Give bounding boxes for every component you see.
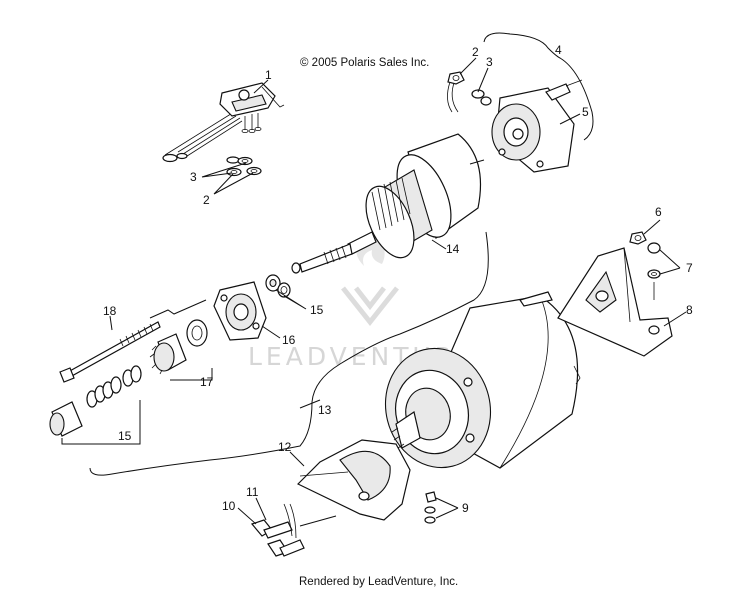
part-15-washers-upper[interactable] xyxy=(265,274,291,298)
callout-13: 13 xyxy=(318,403,332,417)
leader-lines xyxy=(61,32,687,527)
part-11-ground-bolt[interactable] xyxy=(267,503,305,557)
copyright-notice: © 2005 Polaris Sales Inc. xyxy=(300,57,429,69)
callout-5: 5 xyxy=(582,105,589,119)
callout-3-left: 3 xyxy=(190,170,197,184)
callout-14: 14 xyxy=(446,242,460,256)
callout-8: 8 xyxy=(686,303,693,317)
part-8-mounting-bracket[interactable] xyxy=(557,247,673,357)
part-13-starter-motor[interactable] xyxy=(373,291,581,479)
callout-1: 1 xyxy=(265,68,272,82)
callout-9: 9 xyxy=(462,501,469,515)
part-7-washers[interactable] xyxy=(647,242,661,300)
callout-15-upper: 15 xyxy=(310,303,324,317)
callout-7: 7 xyxy=(686,261,693,275)
part-6-nut[interactable] xyxy=(629,231,647,245)
footer-credit: Rendered by LeadVenture, Inc. xyxy=(299,576,458,588)
part-1-solenoid-switch[interactable] xyxy=(162,82,285,163)
part-5-brush-end-cap[interactable] xyxy=(447,79,583,173)
callout-4: 4 xyxy=(555,43,562,57)
part-17-pinion-drive[interactable] xyxy=(149,319,208,375)
callout-10: 10 xyxy=(222,499,236,513)
callout-2-left: 2 xyxy=(203,193,210,207)
callout-15-lower: 15 xyxy=(118,429,132,443)
callout-11: 11 xyxy=(246,485,259,499)
callout-16: 16 xyxy=(282,333,296,347)
callout-labels: 1 3 2 2 3 4 5 6 7 8 9 10 11 12 13 14 15 … xyxy=(103,43,693,515)
part-15-spacer-springs[interactable] xyxy=(49,365,142,437)
part-18-through-bolt[interactable] xyxy=(59,321,161,383)
callout-17: 17 xyxy=(200,375,214,389)
part-2-3-hardware-left[interactable] xyxy=(226,156,262,177)
callout-6: 6 xyxy=(655,205,662,219)
part-16-drive-end-plate[interactable] xyxy=(213,281,267,341)
part-9-bolt-washer[interactable] xyxy=(424,491,437,524)
callout-18: 18 xyxy=(103,304,117,318)
part-10-bolt[interactable] xyxy=(250,519,293,539)
part-12-support-bracket[interactable] xyxy=(296,439,411,521)
callout-3-right: 3 xyxy=(486,55,493,69)
part-2-3-hardware-right[interactable] xyxy=(447,71,492,106)
callout-2-right: 2 xyxy=(472,45,479,59)
part-14-armature[interactable] xyxy=(291,133,482,274)
callout-12: 12 xyxy=(278,440,292,454)
